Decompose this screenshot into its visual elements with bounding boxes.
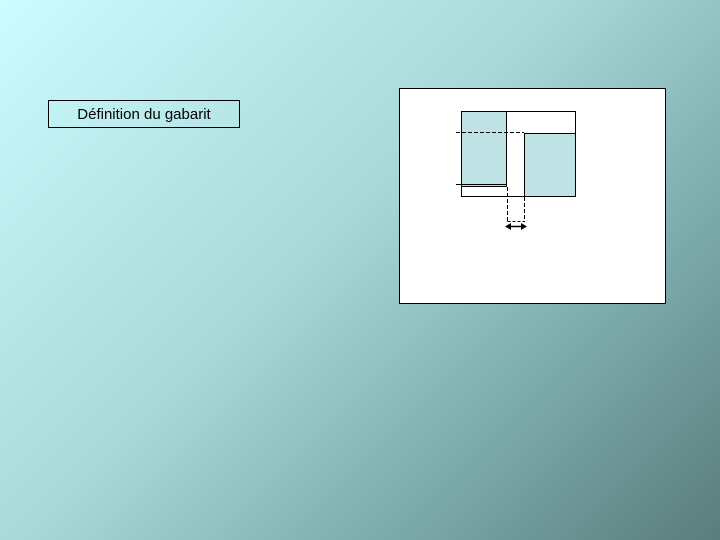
right-block — [524, 133, 576, 197]
template-diagram — [399, 88, 666, 304]
slide-title-box: Définition du gabarit — [48, 100, 240, 128]
slide-title: Définition du gabarit — [77, 105, 211, 123]
left-block — [461, 111, 507, 187]
gap-arrow-head-right — [521, 223, 527, 230]
gap-arrow-head-left — [505, 223, 511, 230]
